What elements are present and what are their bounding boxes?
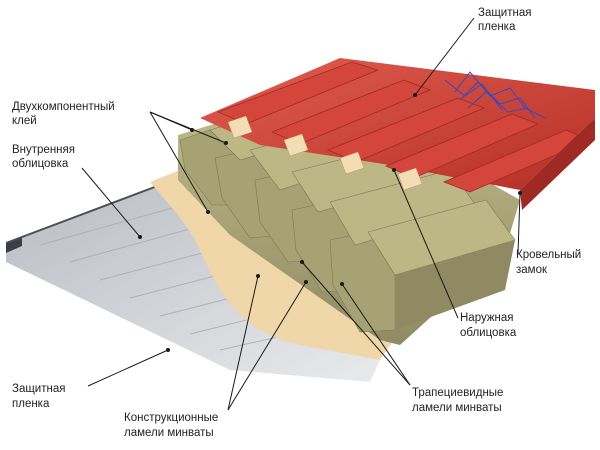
label-line: ламели минваты <box>124 427 214 439</box>
label-roof-lock: Кровельный замок <box>516 249 581 276</box>
label-line: ламели минваты <box>412 402 502 414</box>
outer-cladding-sheet <box>200 58 595 210</box>
label-line: клей <box>12 115 37 127</box>
label-structural-lamellae: Конструкционные ламели минваты <box>124 412 218 439</box>
label-line: Защитная <box>478 7 531 19</box>
label-line: пленка <box>12 398 50 410</box>
label-outer-cladding: Наружная облицовка <box>460 312 517 339</box>
label-line: Двухкомпонентный <box>12 101 115 113</box>
label-line: Защитная <box>12 383 65 395</box>
label-two-component-glue: Двухкомпонентный клей <box>12 101 115 127</box>
protective-film-top <box>444 71 546 119</box>
label-protective-film-bottom: Защитная пленка <box>12 383 65 410</box>
label-inner-cladding: Внутренняя облицовка <box>12 144 75 170</box>
leader-lines <box>81 17 522 411</box>
label-line: замок <box>516 264 548 276</box>
label-line: Трапециевидные <box>412 387 503 399</box>
label-protective-film-top: Защитная пленка <box>478 7 531 33</box>
label-line: облицовка <box>12 158 69 170</box>
label-trapezoid-lamellae: Трапециевидные ламели минваты <box>412 387 503 414</box>
label-line: пленка <box>478 21 516 33</box>
label-line: Наружная <box>460 312 514 324</box>
label-line: Внутренняя <box>12 144 75 156</box>
label-line: Конструкционные <box>124 412 218 424</box>
label-line: облицовка <box>460 327 517 339</box>
label-line: Кровельный <box>516 249 581 261</box>
